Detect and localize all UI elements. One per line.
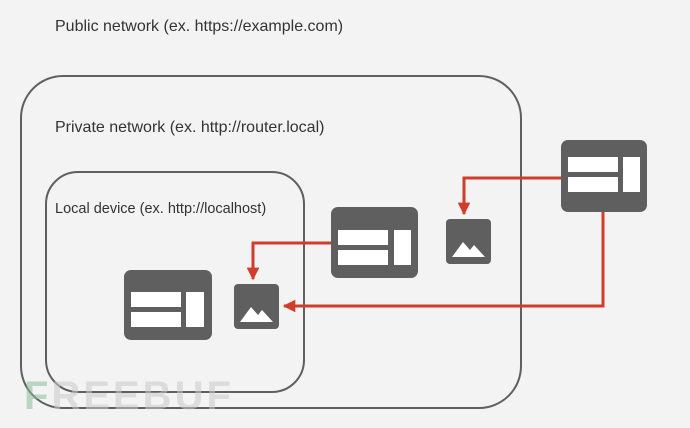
local-device-label: Local device (ex. http://localhost) — [55, 201, 267, 217]
browser-window-icon — [331, 207, 418, 278]
arrow-public-to-private-image — [457, 176, 561, 216]
arrow-public-to-local-image — [282, 212, 605, 313]
private-network-label: Private network (ex. http://router.local… — [55, 119, 325, 136]
browser-window-icon — [561, 140, 647, 212]
image-icon — [446, 219, 491, 264]
image-icon — [234, 284, 279, 329]
browser-window-icon — [124, 270, 212, 340]
private-network-boundary — [20, 75, 522, 409]
local-device-boundary — [45, 171, 305, 393]
public-network-label: Public network (ex. https://example.com) — [55, 18, 344, 35]
arrow-private-to-local-image — [246, 241, 331, 281]
freebuf-watermark: FREEBUF — [24, 374, 234, 418]
